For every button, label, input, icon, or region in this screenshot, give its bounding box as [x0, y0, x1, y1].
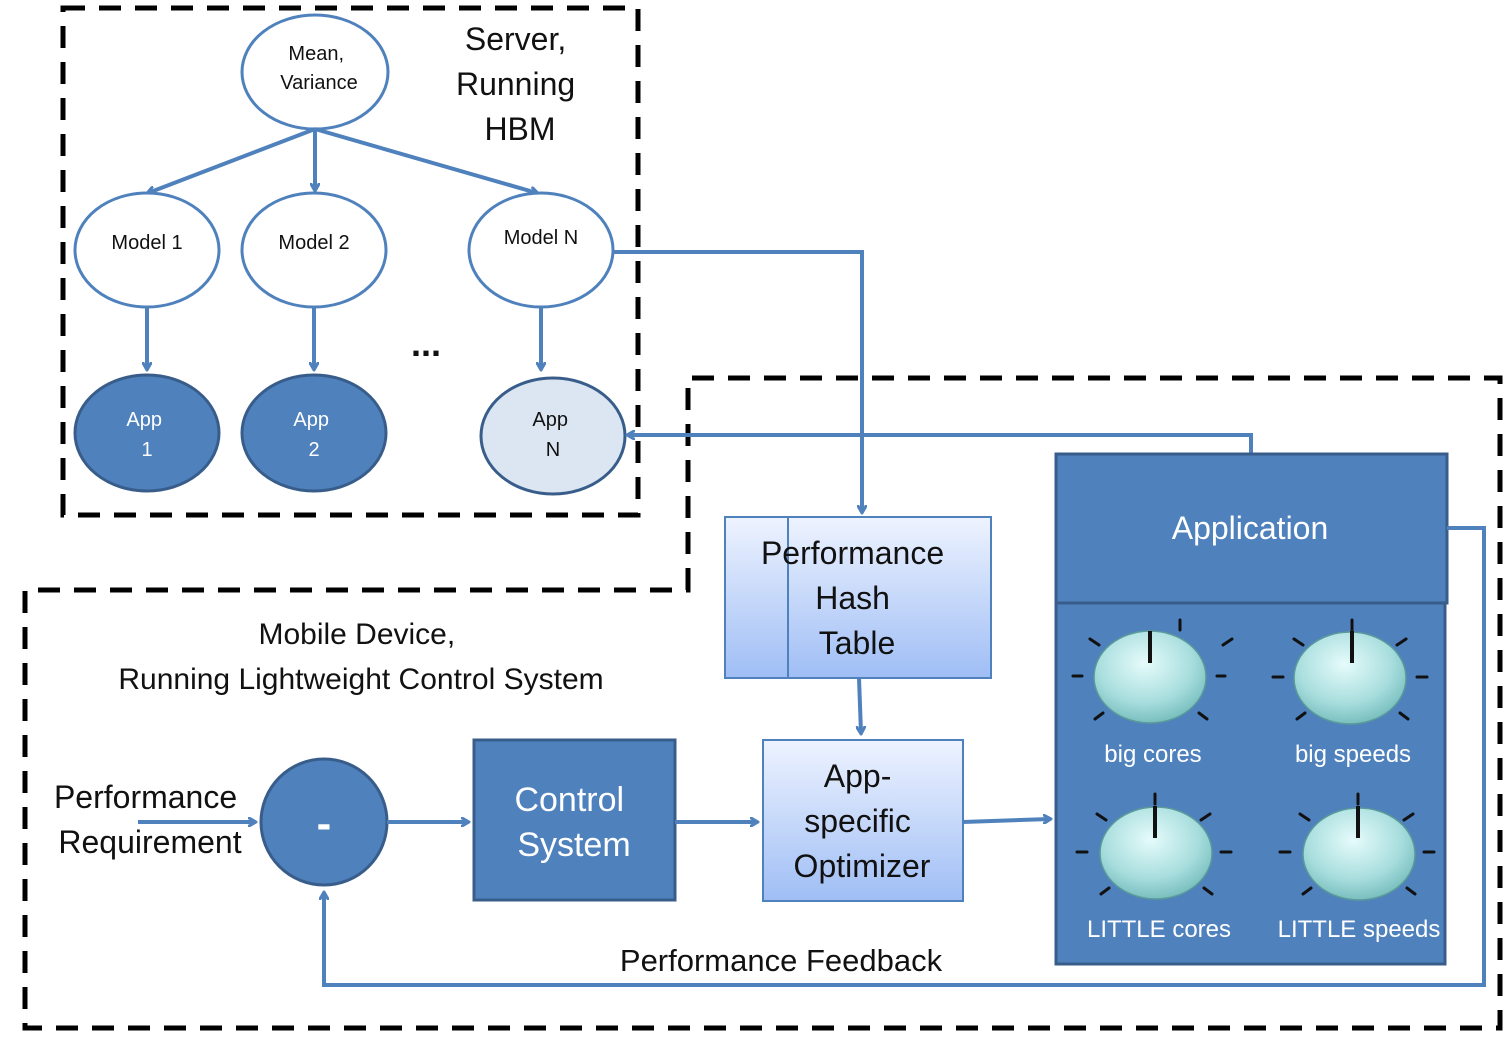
control-system-box: Control System — [472, 738, 677, 902]
svg-text:App 1: App 1 — [126, 409, 167, 461]
model-n-node: Model N — [467, 191, 615, 309]
edge-application-to-app-n — [628, 435, 1253, 454]
knob-big-cores-label: big cores — [1104, 741, 1201, 768]
model-1-node: Model 1 — [73, 191, 221, 309]
knob-big-speeds-label: big speeds — [1295, 741, 1411, 768]
app-1-node: App 1 — [73, 373, 221, 493]
edge-hash-table-to-optimizer — [859, 677, 861, 733]
svg-text:Model 2: Model 2 — [278, 232, 349, 254]
app-n-node: App N — [479, 376, 627, 496]
performance-feedback-label: Performance Feedback — [620, 943, 943, 978]
svg-text:-: - — [317, 799, 332, 848]
svg-text:Mean, Variance: Mean, Variance — [280, 43, 357, 94]
edge-root-to-model-n — [314, 127, 537, 193]
app-2-node: App 2 — [240, 373, 388, 493]
edge-root-to-model-1 — [148, 127, 316, 193]
app-specific-optimizer-box: App- specific Optimizer — [762, 739, 964, 902]
edge-optimizer-to-application — [962, 819, 1050, 822]
performance-hash-table: Performance Hash Table — [724, 516, 992, 679]
performance-requirement-label: Performance Requirement — [54, 779, 246, 860]
knob-little-cores: LITTLE cores — [1075, 792, 1233, 943]
ellipsis-label: ... — [411, 323, 441, 364]
model-2-node: Model 2 — [240, 191, 388, 309]
knob-little-speeds-label: LITTLE speeds — [1278, 916, 1441, 943]
knob-little-speeds: LITTLE speeds — [1278, 792, 1441, 943]
server-region-border — [60, 5, 641, 518]
server-title: Server, Running HBM — [456, 21, 584, 147]
comparator-node: - — [259, 757, 389, 887]
edge-performance-feedback — [324, 526, 1486, 987]
knob-big-cores: big cores — [1071, 618, 1234, 768]
svg-text:Control System: Control System — [514, 781, 633, 864]
application-title: Application — [1172, 510, 1329, 546]
knob-little-cores-label: LITTLE cores — [1087, 916, 1231, 943]
svg-text:App- specific Opti: App- specific Optimizer — [794, 758, 931, 884]
svg-text:App 2: App 2 — [293, 409, 334, 461]
mobile-title: Mobile Device, Running Lightweight Contr… — [118, 618, 603, 696]
edge-model-n-to-hash-table — [613, 250, 862, 512]
svg-text:Model N: Model N — [504, 227, 578, 249]
mobile-region-border — [22, 375, 1503, 1031]
mean-variance-node: Mean, Variance — [240, 13, 390, 131]
knob-big-speeds: big speeds — [1271, 618, 1429, 768]
svg-text:Performance Hash T: Performance Hash Table — [761, 535, 953, 661]
svg-text:Model 1: Model 1 — [111, 232, 182, 254]
svg-text:App N: App N — [532, 409, 573, 461]
